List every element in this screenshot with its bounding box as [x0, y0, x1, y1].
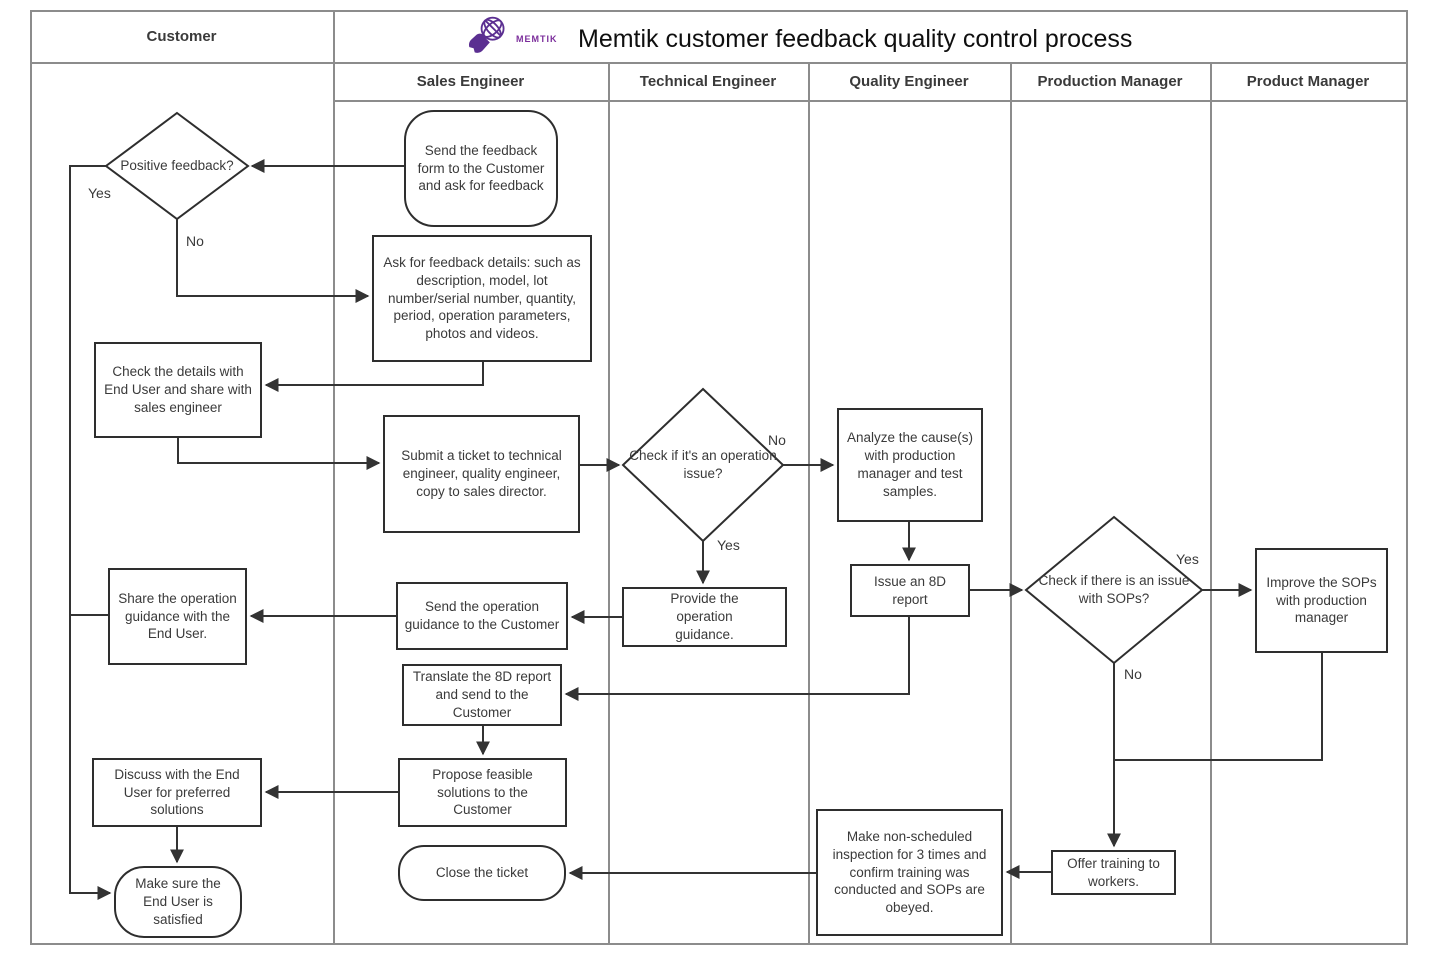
outer-border [30, 10, 1408, 945]
connector-checkdetails-to-submitticket [177, 438, 381, 470]
node-send-operation-guidance: Send the operation guidance to the Custo… [396, 582, 568, 650]
lane-divider-technical-quality [808, 62, 810, 945]
edge-label-positive-no: No [186, 233, 204, 249]
lane-header-product-manager: Product Manager [1246, 72, 1370, 90]
lane-header-production-manager: Production Manager [1037, 72, 1183, 90]
lane-header-technical-engineer: Technical Engineer [639, 72, 777, 90]
lane-header-customer: Customer [146, 27, 217, 45]
connector-askdetails-to-checkdetails [264, 362, 484, 392]
lane-divider-sales-technical [608, 62, 610, 945]
node-propose-solutions: Propose feasible solutions to the Custom… [398, 758, 567, 827]
decision-positive-feedback: Positive feedback? [120, 158, 234, 174]
node-share-operation-guidance: Share the operation guidance with the En… [108, 568, 247, 665]
lane-header-sales-engineer: Sales Engineer [416, 72, 525, 90]
memtik-logo-icon [466, 14, 510, 63]
connector-8d-to-translate [564, 617, 910, 701]
connector-positive-no-to-askdetails [176, 219, 370, 303]
edge-label-operation-no: No [768, 432, 786, 448]
node-discuss-preferred-solutions: Discuss with the End User for preferred … [92, 758, 262, 827]
node-non-scheduled-inspection: Make non-scheduled inspection for 3 time… [816, 809, 1003, 936]
node-analyze-causes: Analyze the cause(s) with production man… [837, 408, 983, 522]
memtik-logo-text: MEMTIK [516, 34, 558, 44]
edge-label-sops-no: No [1124, 666, 1142, 682]
edge-label-sops-yes: Yes [1176, 551, 1199, 567]
decision-operation-issue: Check if it's an operation issue? [629, 448, 777, 481]
lane-header-quality-engineer: Quality Engineer [849, 72, 969, 90]
page-title: Memtik customer feedback quality control… [578, 25, 1133, 53]
node-translate-8d-report: Translate the 8D report and send to the … [402, 664, 562, 726]
edge-label-positive-yes: Yes [88, 185, 111, 201]
node-send-feedback-form: Send the feedback form to the Customer a… [404, 110, 558, 227]
decision-sops-issue: Check if there is an issue with SOPs? [1038, 573, 1190, 606]
node-ask-feedback-details: Ask for feedback details: such as descri… [372, 235, 592, 362]
node-issue-8d-report: Issue an 8D report [850, 564, 970, 617]
edge-label-operation-yes: Yes [717, 537, 740, 553]
node-make-sure-satisfied: Make sure the End User is satisfied [114, 866, 242, 938]
header-divider-top [30, 62, 1406, 64]
lane-divider-quality-production [1010, 62, 1012, 945]
node-offer-training: Offer training to workers. [1051, 850, 1176, 895]
node-provide-operation-guidance: Provide the operation guidance. [622, 587, 787, 647]
header-divider-bottom [333, 100, 1406, 102]
node-check-details-with-end-user: Check the details with End User and shar… [94, 342, 262, 438]
connector-improve-to-noline [1114, 653, 1323, 761]
node-improve-sops: Improve the SOPs with production manager [1255, 548, 1388, 653]
node-close-ticket: Close the ticket [398, 845, 566, 901]
connector-positive-yes-to-satisfied [69, 165, 112, 900]
lane-divider-production-product [1210, 62, 1212, 945]
node-submit-ticket: Submit a ticket to technical engineer, q… [383, 415, 580, 533]
lane-divider-customer [333, 10, 335, 945]
